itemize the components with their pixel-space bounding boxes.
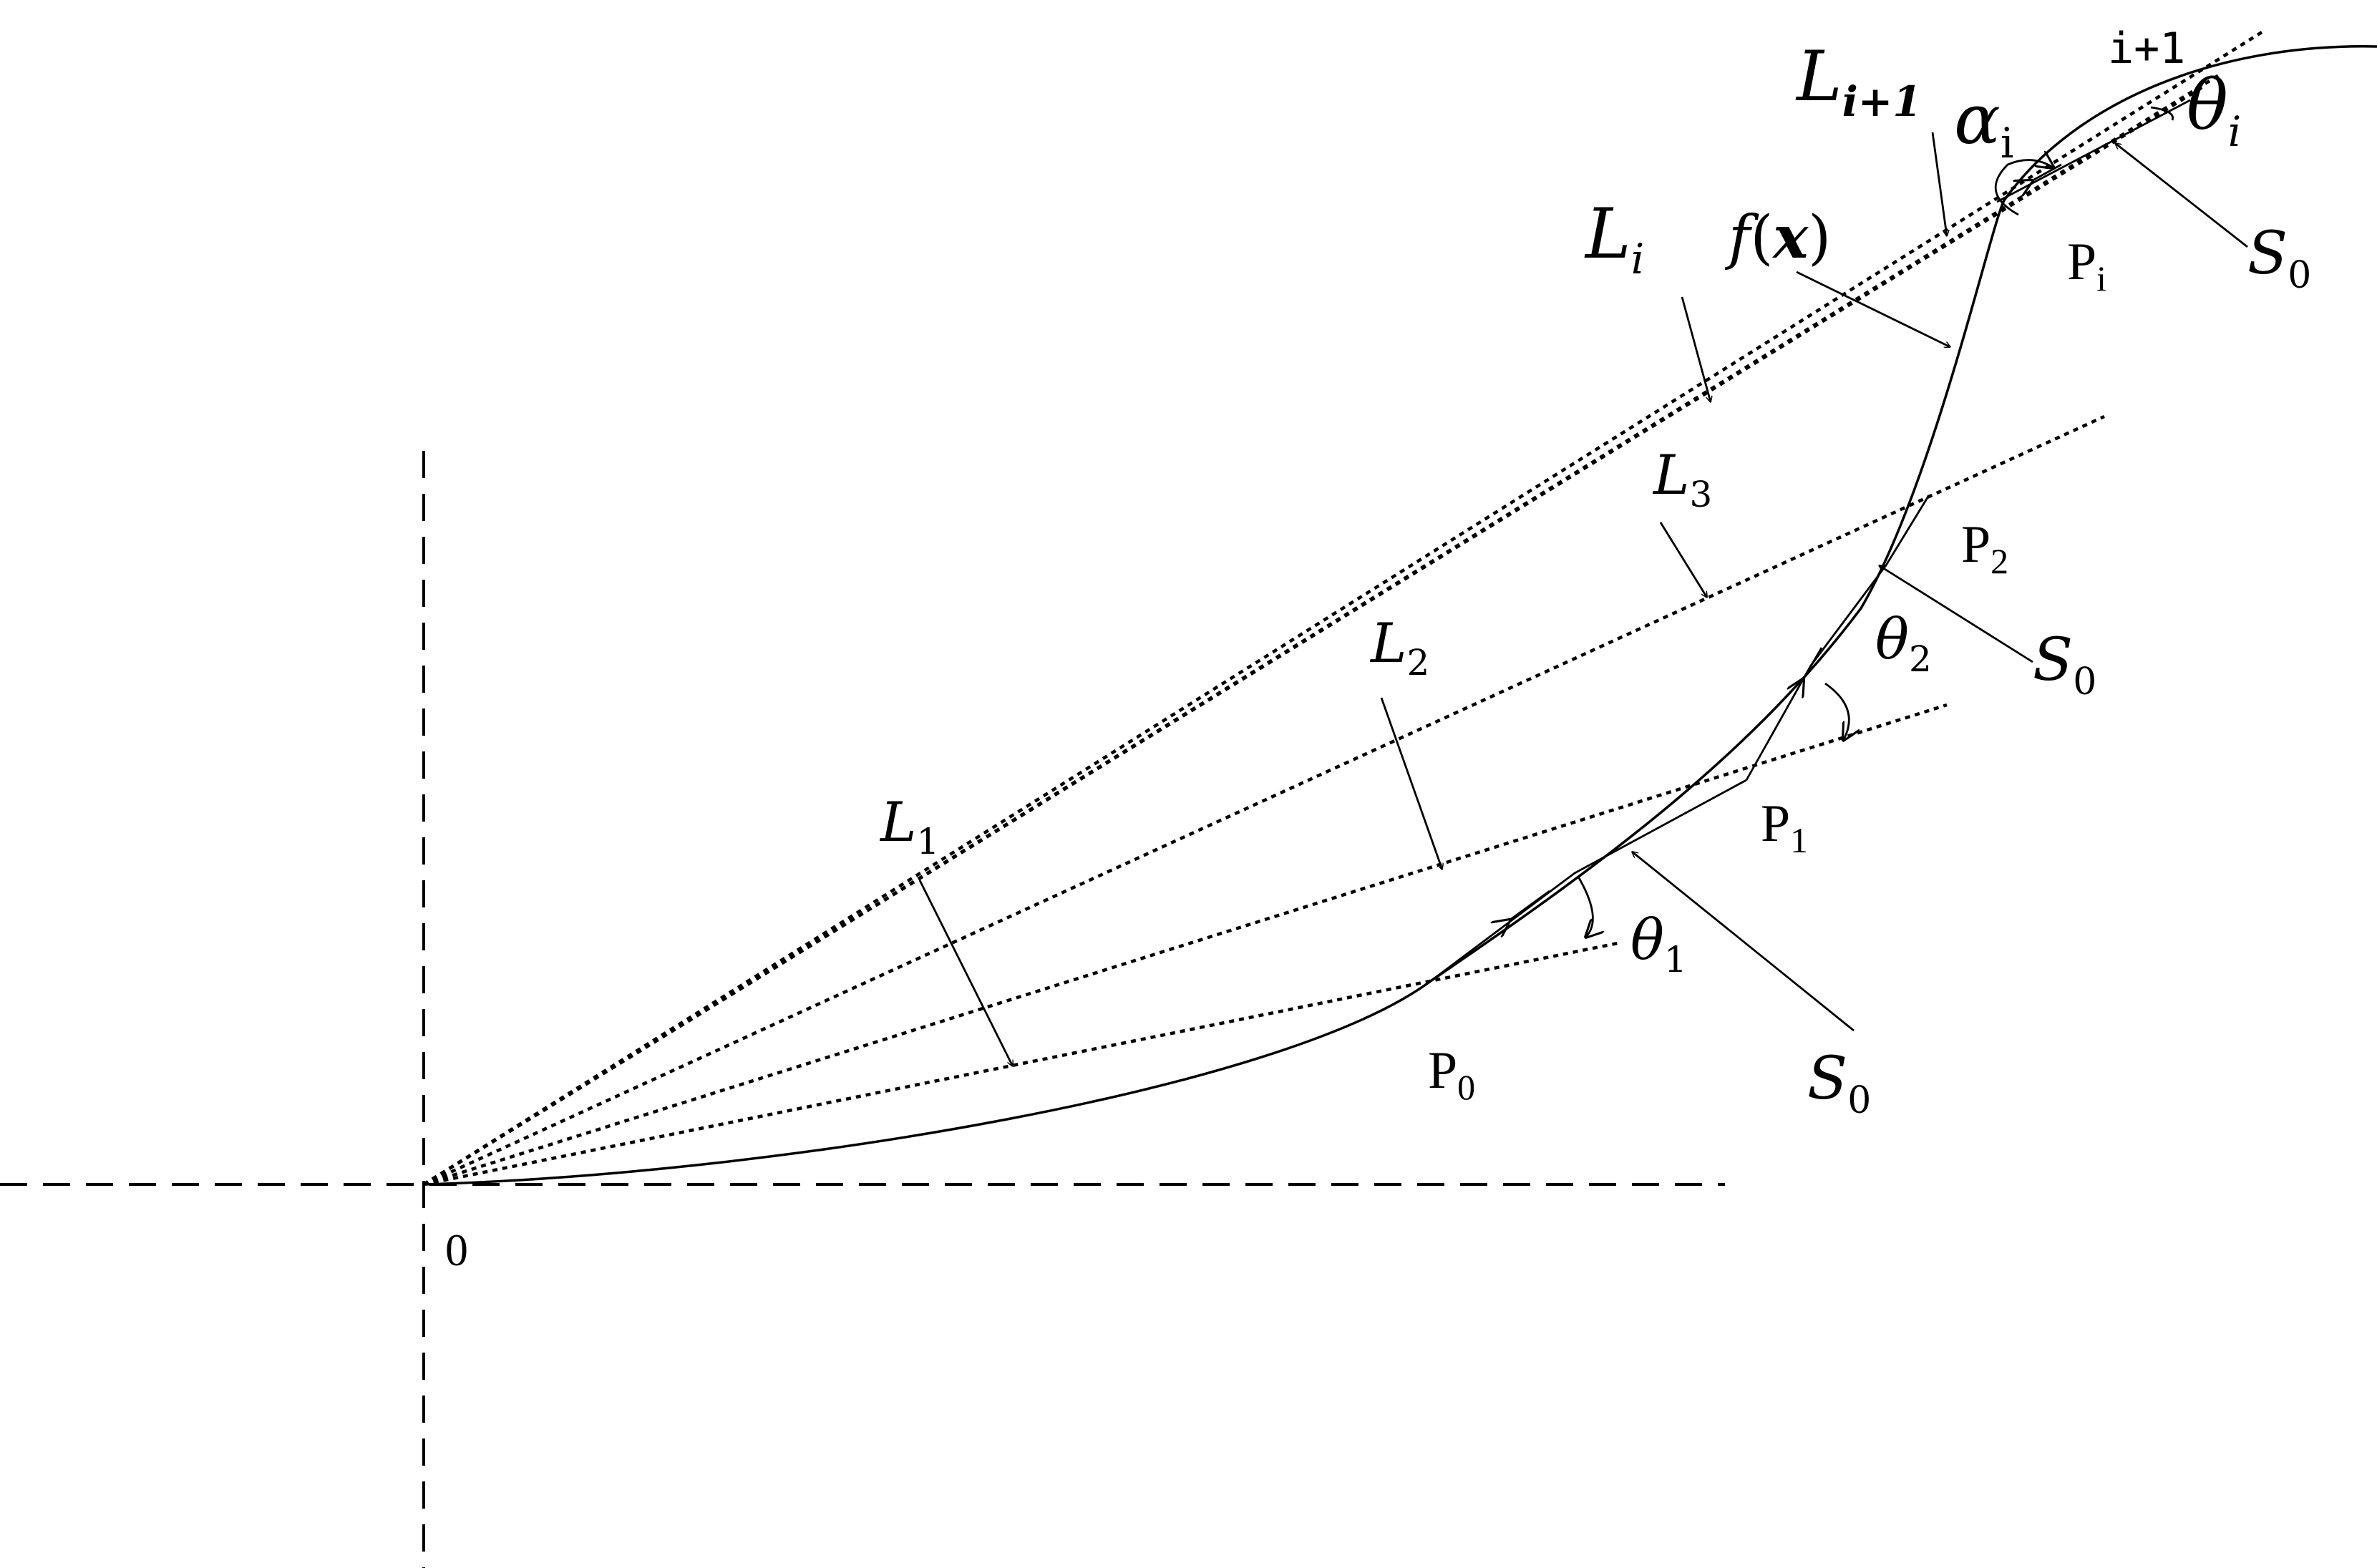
arc-theta2 [1824, 682, 1849, 741]
label-pi: Pi [2067, 233, 2106, 298]
ray-li1 [422, 31, 2263, 1186]
arc-theta1 [1577, 876, 1593, 938]
label-top-i1: i+1 [2108, 24, 2185, 74]
pointer-l1 [918, 880, 1014, 1066]
label-theta1: θ1 [1630, 908, 1687, 980]
label-s0-top: S0 [2247, 220, 2311, 297]
label-p0: P0 [1428, 1041, 1475, 1107]
arc-theta-i [2150, 106, 2174, 121]
pointer-s0-bottom [1632, 852, 1855, 1032]
origin-label: 0 [445, 1224, 468, 1275]
label-li1: Li+1 [1795, 36, 1922, 126]
ray-li-alt [422, 74, 2220, 1186]
pointer-s0-top [2115, 143, 2248, 248]
label-s0-middle: S0 [2033, 626, 2096, 703]
ray-l3 [423, 414, 2105, 1187]
label-p1: P1 [1761, 794, 1808, 860]
label-p2: P2 [1961, 515, 2008, 581]
step-arrow-2 [1804, 647, 1823, 678]
pointer-s0-middle [1879, 564, 2033, 663]
pointer-li [1681, 296, 1711, 402]
pointer-l3 [1659, 522, 1708, 598]
label-theta-i: θi [2187, 65, 2241, 156]
label-s0-bottom: S0 [1807, 1045, 1871, 1122]
pointer-l2 [1380, 697, 1442, 870]
label-alpha-i: αi [1954, 79, 2013, 167]
label-theta2: θ2 [1875, 608, 1932, 680]
ray-l2 [423, 703, 1948, 1187]
label-l2: L2 [1369, 611, 1429, 683]
ray-l1 [423, 941, 1618, 1187]
chord-pi [1996, 99, 2191, 203]
pointer-fx [1796, 271, 1950, 349]
step-arrow-1 [1510, 890, 1550, 920]
label-fx: f(x) [1724, 203, 1831, 272]
chord-p0-p1 [1431, 779, 1747, 982]
chord-p1-p2 [1745, 495, 1930, 781]
label-li: Li [1584, 194, 1644, 283]
arc-alpha-i [1994, 160, 2054, 216]
pointer-li1 [1931, 132, 1947, 236]
label-l1: L1 [879, 790, 939, 862]
curve-fx [423, 45, 2377, 1186]
label-l3: L3 [1652, 443, 1712, 515]
